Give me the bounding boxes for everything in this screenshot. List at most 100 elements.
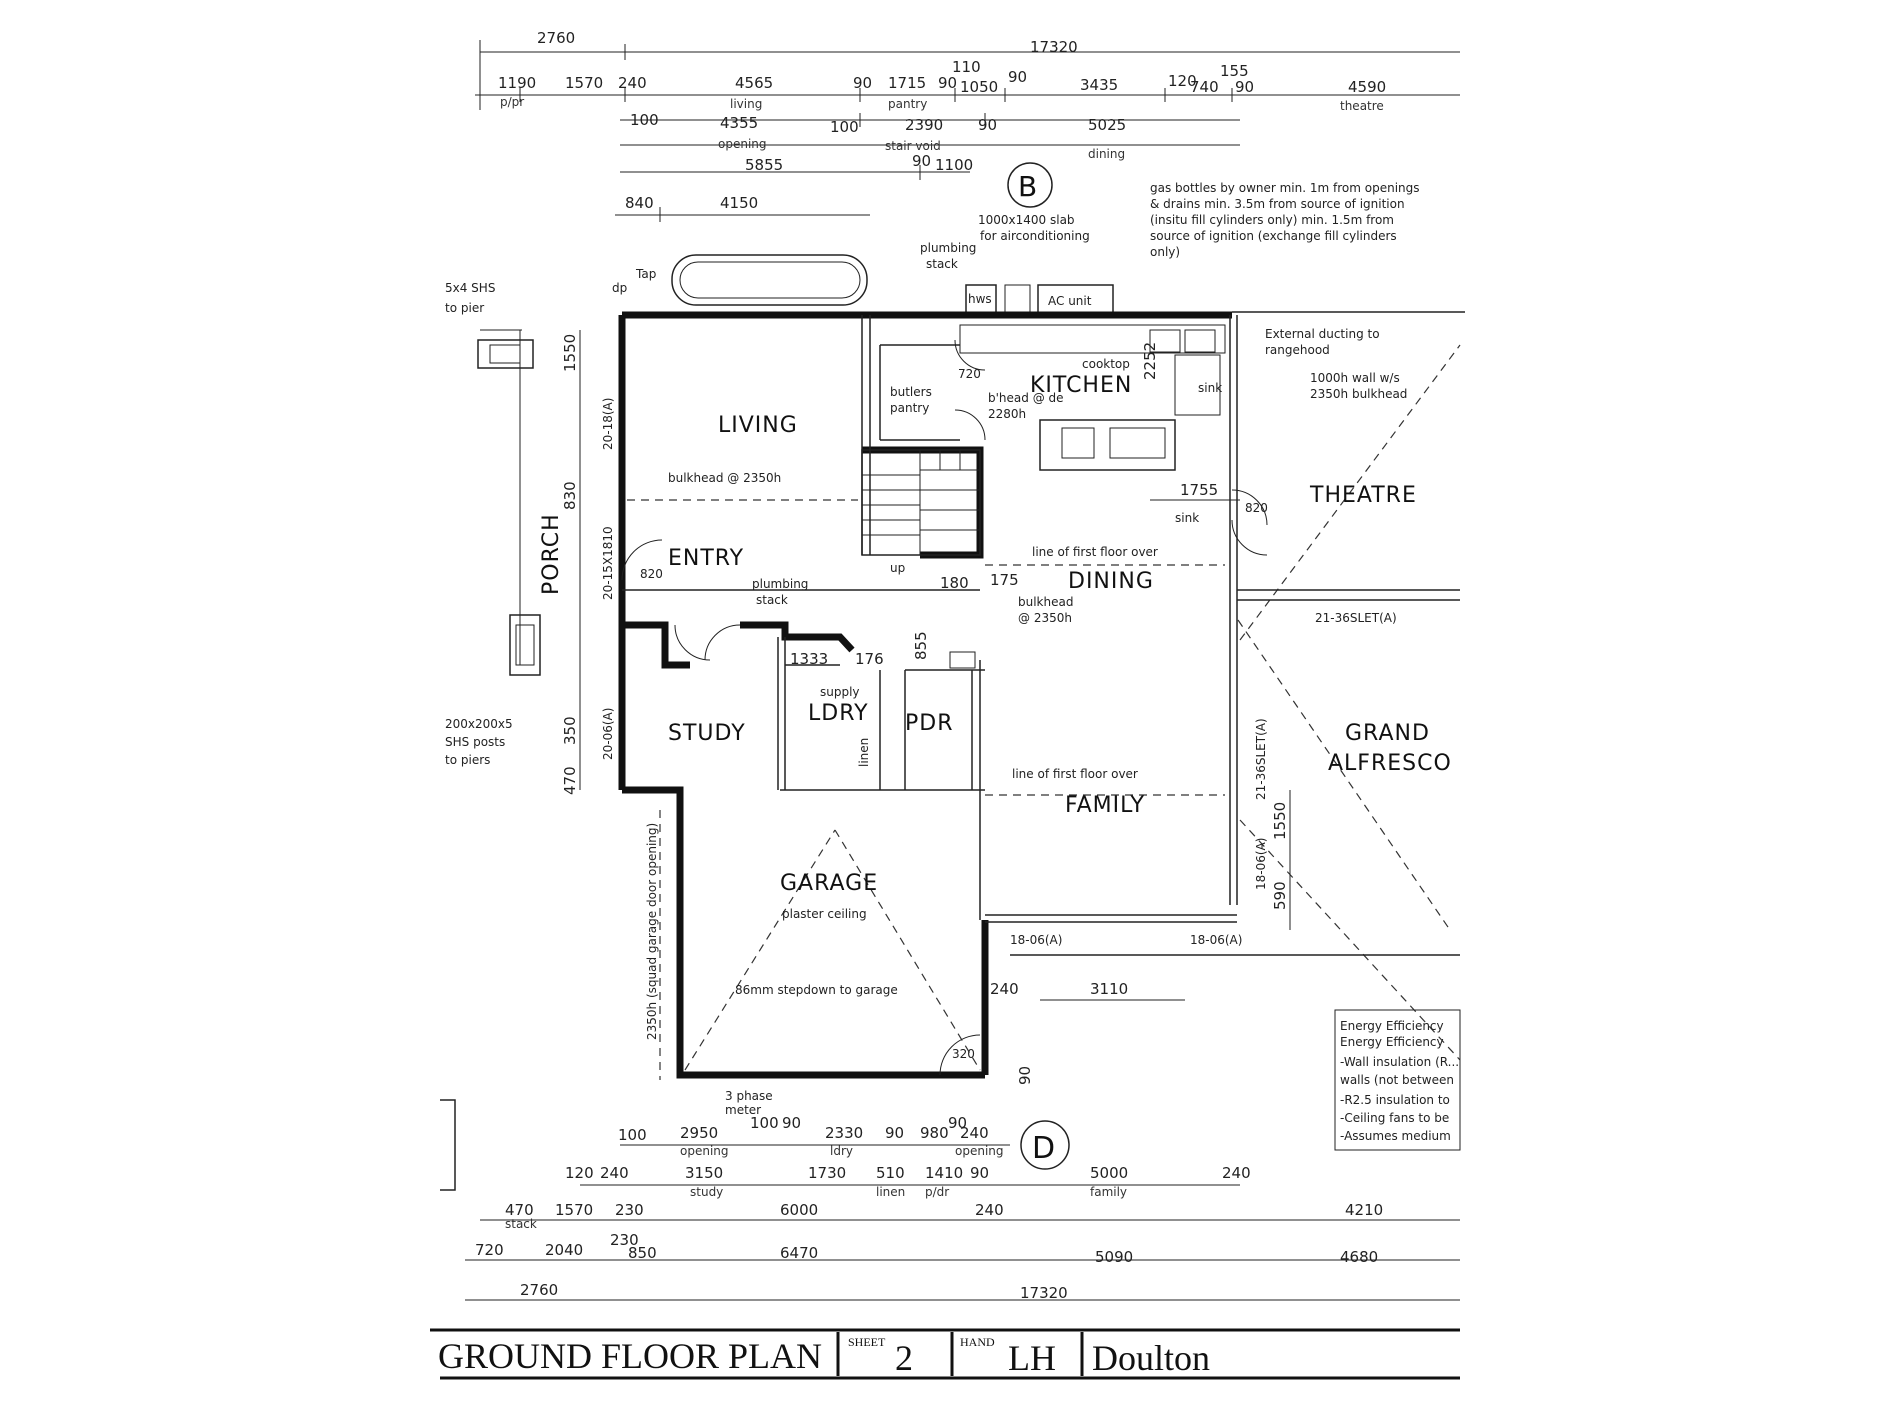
dim-top-17320: 17320 [1030,38,1078,56]
dim-4565: 4565 [735,74,773,92]
bdim-120: 120 [565,1164,594,1182]
hand-value: LH [1008,1338,1056,1378]
title-ground-floor-plan: GROUND FLOOR PLAN [438,1336,822,1376]
butlers-label-2: pantry [890,401,929,415]
bottom-dimension-lines [465,1144,1460,1301]
shs-note-1: 5x4 SHS [445,281,495,295]
bulkhead-dining-1: bulkhead [1018,595,1073,609]
room-theatre: THEATRE [1309,483,1417,508]
svg-text:& drains min. 3.5m from source: & drains min. 3.5m from source of igniti… [1150,197,1405,211]
dim-155: 155 [1220,62,1249,80]
three-phase-1: 3 phase [725,1089,773,1103]
dim-855: 855 [912,631,930,660]
svg-text:walls (not between: walls (not between [1340,1073,1454,1087]
door-720: 720 [958,367,981,381]
dim-1050: 1050 [960,78,998,96]
blabel-opening-2: opening [955,1144,1004,1158]
label-theatre-dim: theatre [1340,99,1384,113]
bdim-100a: 100 [618,1126,647,1144]
bdim-6000: 6000 [780,1201,818,1219]
dim-left-1550: 1550 [561,334,579,372]
blabel-stack: stack [505,1217,537,1231]
dim-left-470: 470 [561,766,579,795]
svg-text:(insitu fill cylinders only) m: (insitu fill cylinders only) min. 1.5m f… [1150,213,1394,227]
svg-text:only): only) [1150,245,1180,259]
room-grand: GRAND [1345,721,1430,746]
bdim-240b: 240 [600,1164,629,1182]
supply-label: supply [820,685,860,699]
dim-90e: 90 [978,116,997,134]
bdim-5000: 5000 [1090,1164,1128,1182]
external-ducting-2: rangehood [1265,343,1330,357]
bdim-230a: 230 [615,1201,644,1219]
bdim-1730: 1730 [808,1164,846,1182]
door-820-theatre: 820 [1245,501,1268,515]
stepdown-note: 86mm stepdown to garage [735,983,898,997]
bulkhead-wall-1: 1000h wall w/s [1310,371,1400,385]
design-name: Doulton [1092,1338,1210,1378]
bdim-17320: 17320 [1020,1284,1068,1302]
tap-label: Tap [635,267,656,281]
window-code-4: 21-36SLET(A) [1315,611,1397,625]
room-entry: ENTRY [668,546,744,571]
window-code-7: 18-06(A) [1010,933,1062,947]
label-ppr: p/pr [500,95,524,109]
room-ldry: LDRY [808,701,869,726]
dim-1333: 1333 [790,650,828,668]
svg-text:AC unit: AC unit [1048,294,1092,308]
room-porch: PORCH [539,513,564,595]
dim-90b: 90 [938,74,957,92]
room-dining: DINING [1068,569,1154,594]
dim-1755: 1755 [1180,481,1218,499]
dim-5855: 5855 [745,156,783,174]
bdim-2760: 2760 [520,1281,558,1299]
bdim-240c: 240 [1222,1164,1251,1182]
blabel-study: study [690,1185,723,1199]
hand-label: HAND [960,1335,995,1349]
kitchen-bench [959,324,1226,471]
dim-240-right: 240 [990,980,1019,998]
porch-pier-bottom [509,614,541,676]
butlers-label-1: butlers [890,385,932,399]
dim-180: 180 [940,574,969,592]
bdim-90b: 90 [885,1124,904,1142]
blabel-pdr: p/dr [925,1185,949,1199]
staircase [861,449,981,556]
dim-4150: 4150 [720,194,758,212]
window-code-5: 21-36SLET(A) [1254,718,1268,800]
garage-door-note: 2350h (squad garage door opening) [645,823,659,1040]
label-dining-dim: dining [1088,147,1125,161]
dim-100a: 100 [630,111,659,129]
posts-note-1: 200x200x5 [445,717,513,731]
sheet-value: 2 [895,1338,913,1378]
dim-2390: 2390 [905,116,943,134]
svg-text:Energy Efficiency: Energy Efficiency [1340,1019,1444,1033]
window-code-3: 20-06(A) [601,708,615,760]
dim-176: 176 [855,650,884,668]
bdim-3150: 3150 [685,1164,723,1182]
bdim-510: 510 [876,1164,905,1182]
dim-right-1550: 1550 [1271,802,1289,840]
dim-120: 120 [1168,72,1197,90]
svg-text:-Ceiling fans to be: -Ceiling fans to be [1340,1111,1449,1125]
dp-label-top: dp [612,281,627,295]
room-pdr: PDR [905,711,954,736]
gas-bottles-note: gas bottles by owner min. 1m from openin… [1150,181,1420,259]
room-family: FAMILY [1065,793,1145,818]
bdim-2040: 2040 [545,1241,583,1259]
left-bracket [440,1099,456,1191]
dim-2252: 2252 [1141,342,1159,380]
porch-pier-top [477,339,534,369]
dim-left-350: 350 [561,716,579,745]
svg-text:hws: hws [968,292,992,306]
dim-3435: 3435 [1080,76,1118,94]
dim-175: 175 [990,571,1019,589]
room-living: LIVING [718,413,798,438]
three-phase-2: meter [725,1103,761,1117]
dim-90c: 90 [1008,68,1027,86]
svg-text:Energy Efficiency: Energy Efficiency [1340,1035,1444,1049]
bulkhead-living-note: bulkhead @ 2350h [668,471,781,485]
dim-100b: 100 [830,118,859,136]
label-stairvoid-dim: stair void [885,139,941,153]
dim-left-830: 830 [561,481,579,510]
